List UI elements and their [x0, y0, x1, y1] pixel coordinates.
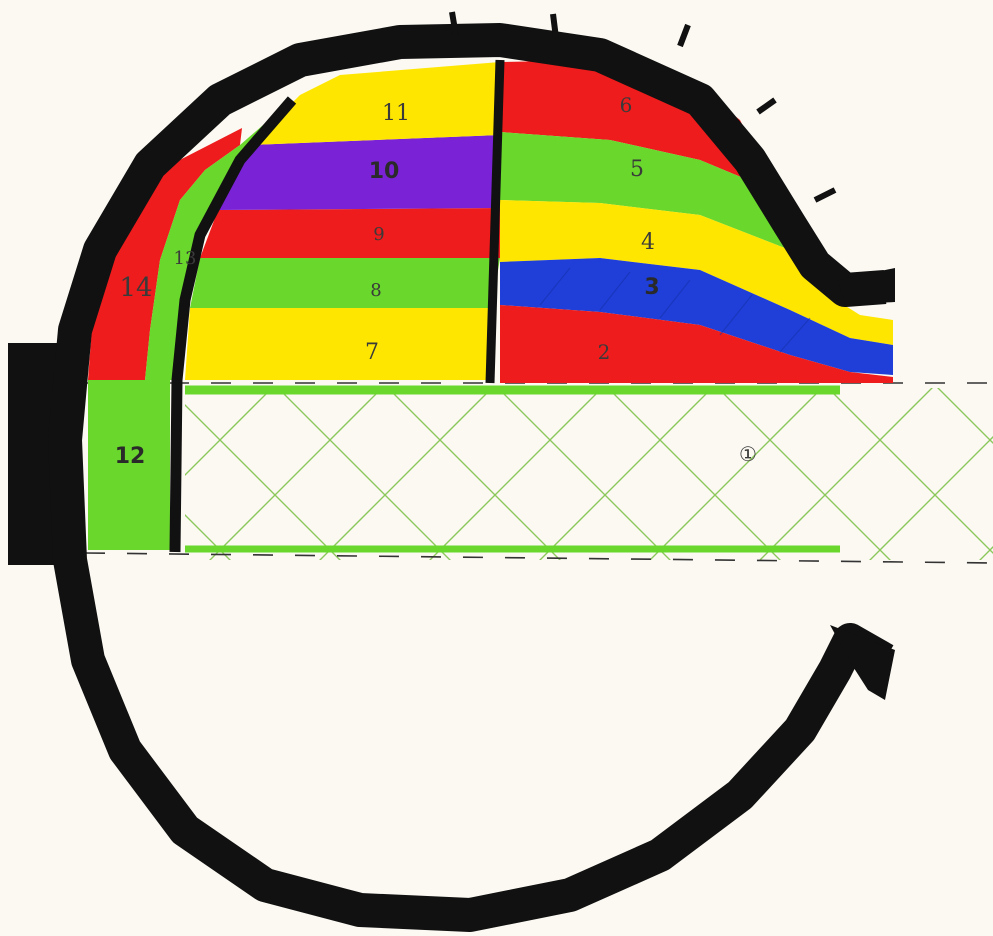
region-1 — [85, 383, 993, 563]
label-5: 5 — [630, 157, 644, 182]
region-7 — [185, 308, 490, 380]
label-7: 7 — [365, 340, 379, 365]
label-10: 10 — [369, 159, 400, 184]
label-6: 6 — [620, 93, 633, 117]
label-3: 3 — [644, 275, 659, 300]
label-13: 13 — [174, 248, 197, 269]
region-9 — [200, 208, 500, 258]
label-4: 4 — [641, 230, 655, 255]
region-8 — [190, 258, 500, 308]
label-8: 8 — [370, 280, 381, 301]
label-14: 14 — [119, 273, 152, 303]
label-11: 11 — [382, 101, 410, 126]
label-9: 9 — [373, 224, 384, 245]
region-10 — [218, 135, 500, 210]
label-12: 12 — [115, 444, 146, 469]
label-1: ① — [739, 442, 757, 466]
label-2: 2 — [598, 340, 611, 364]
